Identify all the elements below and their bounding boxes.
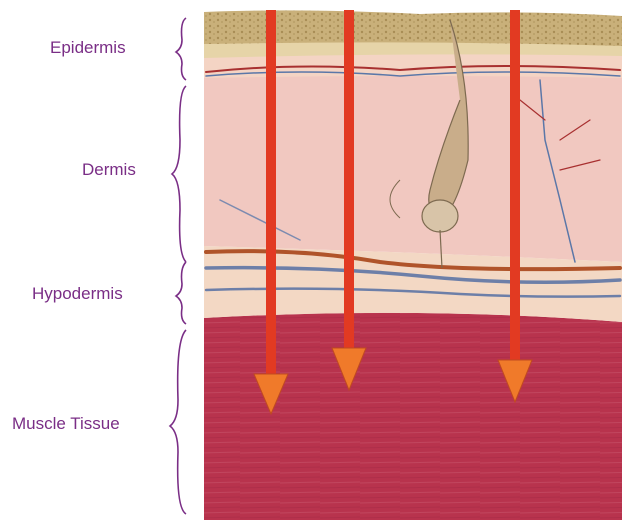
layer-brackets [170, 18, 186, 514]
bracket-muscle [170, 330, 186, 514]
bracket-dermis [172, 86, 186, 262]
label-hypodermis: Hypodermis [32, 284, 123, 304]
bracket-hypodermis [176, 262, 186, 324]
label-dermis: Dermis [82, 160, 136, 180]
label-muscle-tissue: Muscle Tissue [12, 414, 120, 434]
bracket-epidermis [176, 18, 186, 80]
label-epidermis: Epidermis [50, 38, 126, 58]
